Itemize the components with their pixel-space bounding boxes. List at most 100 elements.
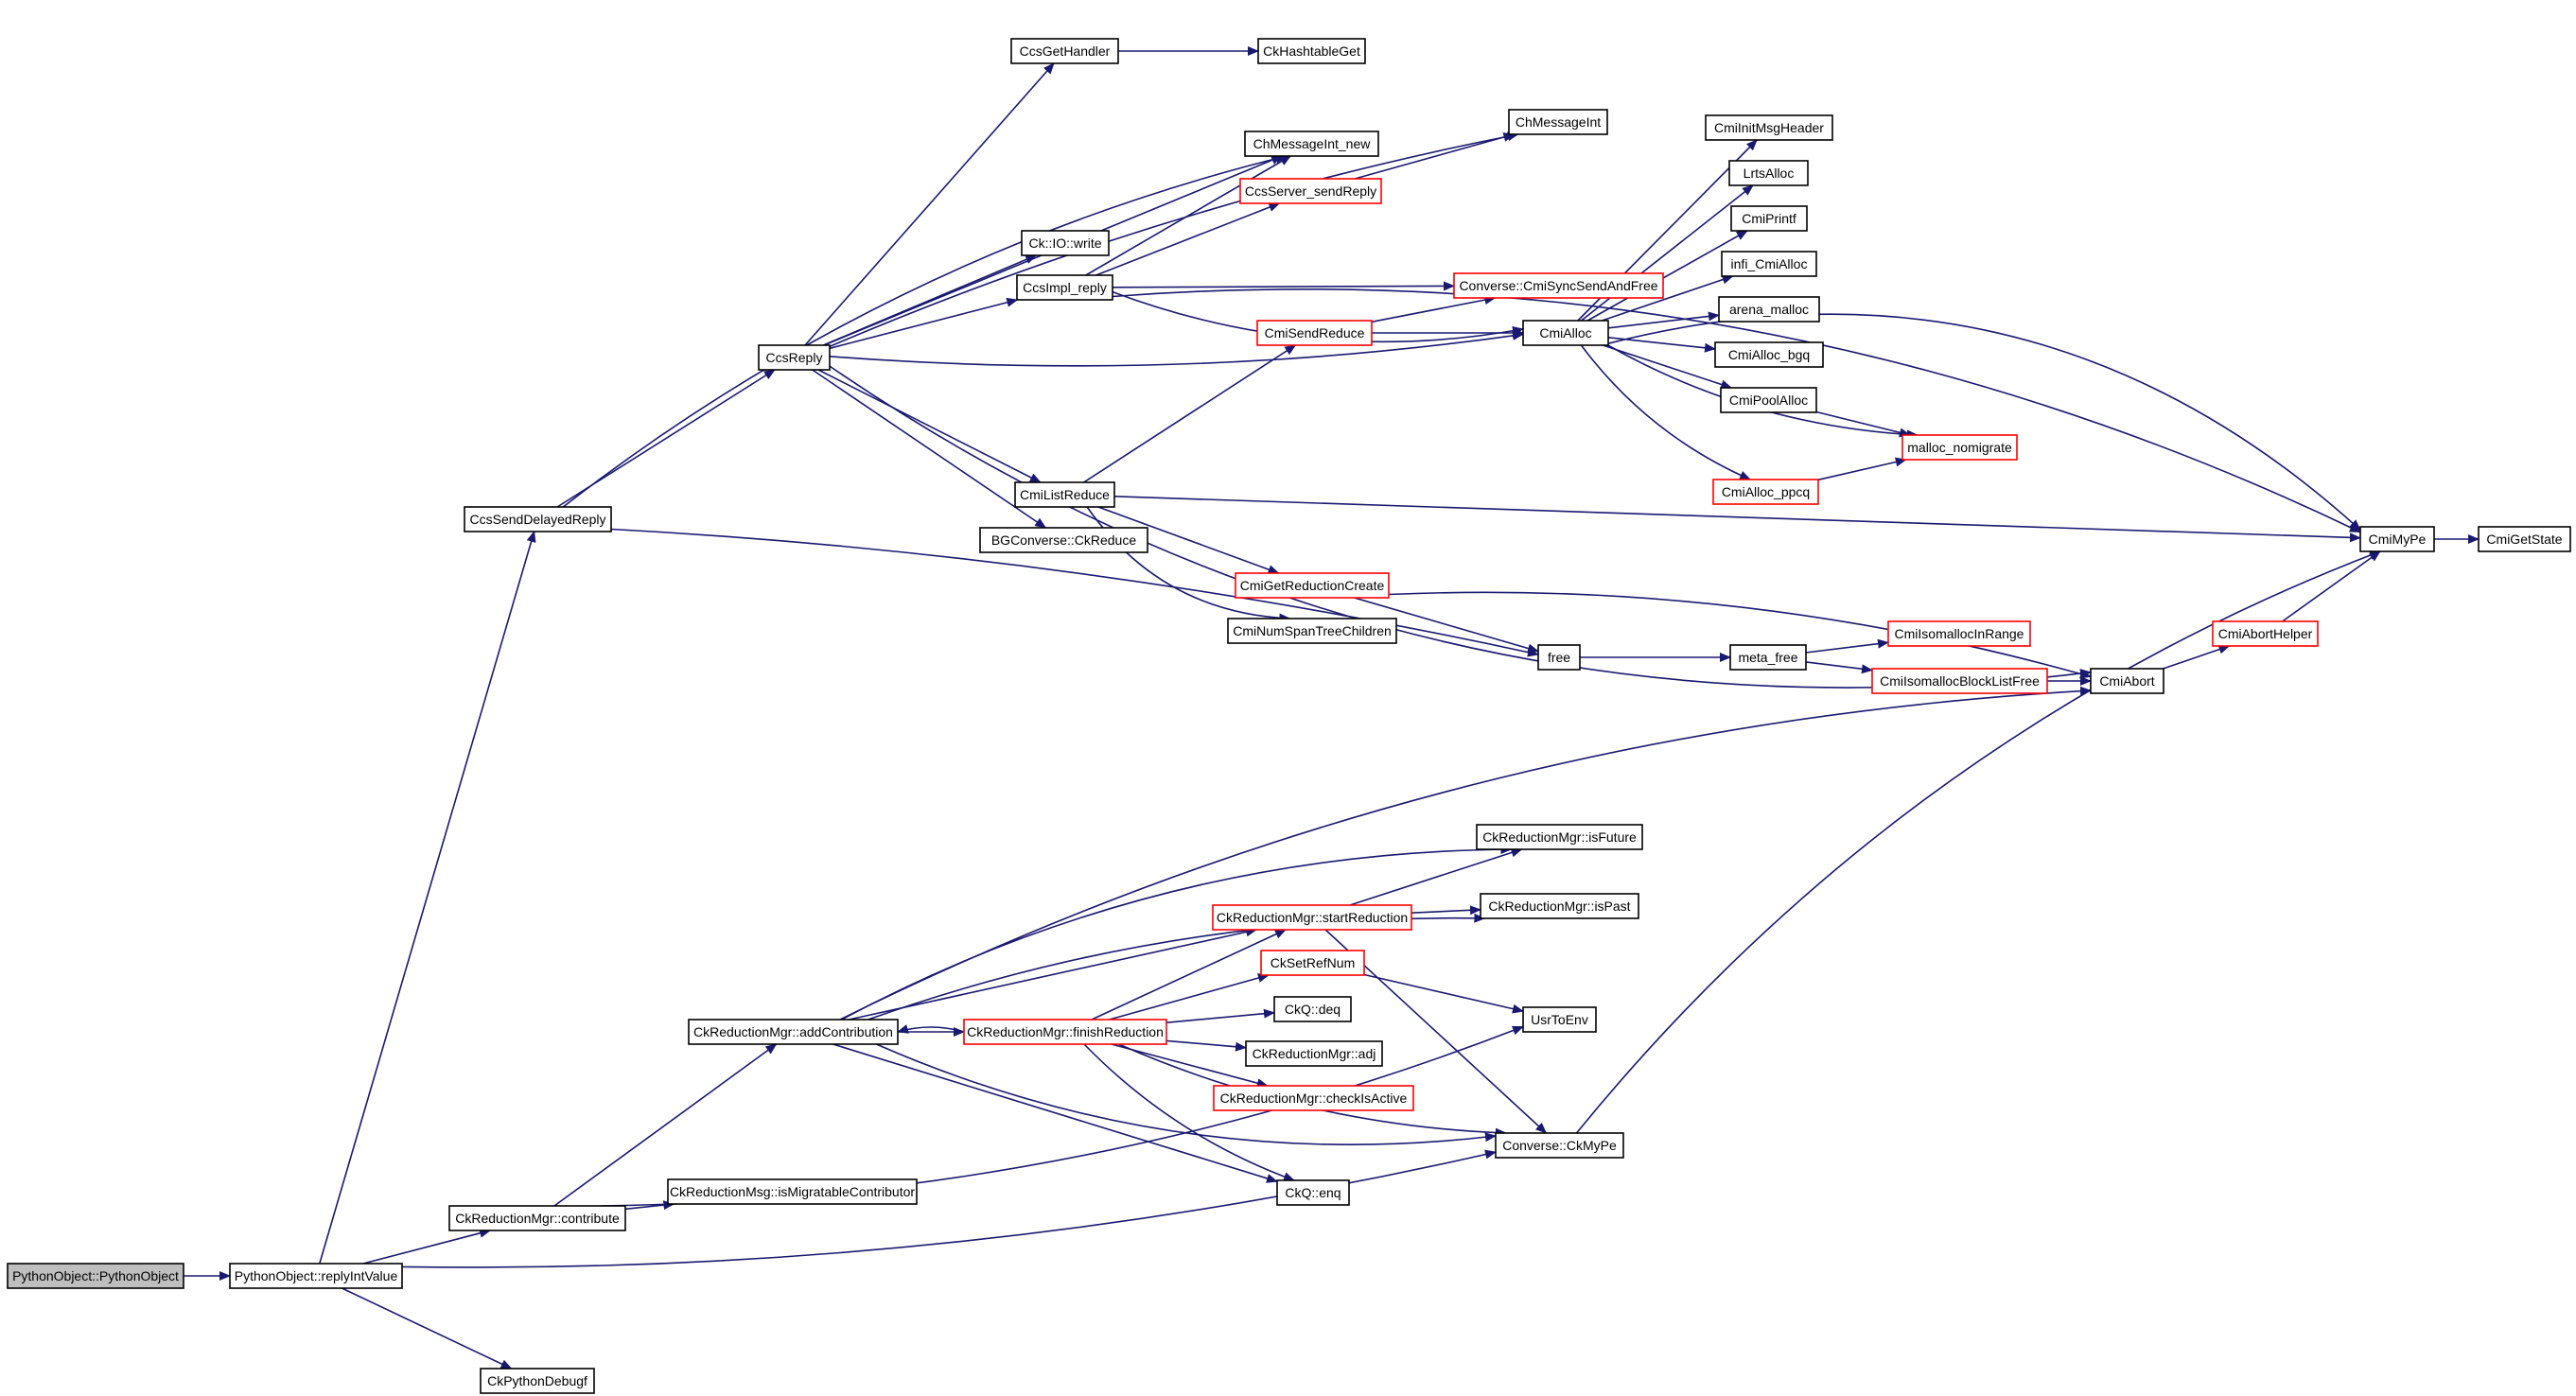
node-free[interactable]: free [1537, 644, 1581, 671]
node-box [1495, 1132, 1624, 1159]
node-label: PythonObject::replyIntValue [235, 1268, 398, 1283]
edge-cmi-get-reduction-create-to-free [1354, 597, 1539, 654]
edge-cmi-alloc-to-cmi-alloc-ppcq [1580, 344, 1752, 480]
node-box [2478, 526, 2571, 552]
edge-cmi-alloc-to-cmi-printf [1586, 230, 1748, 322]
edge-ccs-impl-reply-to-cmi-sync-send-and-free [1112, 281, 1455, 291]
node-cmi-alloc[interactable]: CmiAlloc [1522, 320, 1609, 346]
node-ccs-get-handler[interactable]: CcsGetHandler [1010, 38, 1119, 64]
node-infi-cmi-alloc[interactable]: infi_CmiAlloc [1721, 251, 1817, 277]
node-converse-ck-my-pe[interactable]: Converse::CkMyPe [1495, 1132, 1624, 1159]
node-box [1276, 1179, 1350, 1206]
node-cmi-sync-send-and-free[interactable]: Converse::CmiSyncSendAndFree [1453, 272, 1664, 299]
node-ck-io-write[interactable]: Ck::IO::write [1021, 230, 1110, 256]
node-box [1720, 387, 1817, 413]
node-reply-int-value[interactable]: PythonObject::replyIntValue [229, 1263, 403, 1289]
node-lrts-alloc[interactable]: LrtsAlloc [1728, 160, 1809, 186]
node-box [1014, 481, 1115, 508]
node-ckq-deq[interactable]: CkQ::deq [1273, 996, 1352, 1022]
node-label: CkReductionMgr::checkIsActive [1220, 1091, 1408, 1106]
node-ck-reduction-mgr-add-contribution[interactable]: CkReductionMgr::addContribution [688, 1019, 899, 1045]
node-box [7, 1263, 184, 1289]
node-cmi-my-pe[interactable]: CmiMyPe [2359, 526, 2435, 552]
node-cmi-num-span-tree-children[interactable]: CmiNumSpanTreeChildren [1227, 618, 1397, 644]
node-ck-reduction-mgr-is-past[interactable]: CkReductionMgr::isPast [1480, 893, 1639, 919]
node-label: Ck::IO::write [1028, 236, 1101, 251]
node-cmi-abort-helper[interactable]: CmiAbortHelper [2212, 620, 2319, 647]
node-label: CkQ::deq [1285, 1002, 1341, 1017]
node-box [1476, 824, 1643, 850]
node-ckq-enq[interactable]: CkQ::enq [1276, 1179, 1350, 1206]
node-usr-to-env[interactable]: UsrToEnv [1522, 1006, 1597, 1033]
node-ck-reduction-mgr-contribute[interactable]: CkReductionMgr::contribute [448, 1205, 626, 1231]
node-box [1260, 950, 1365, 976]
edge-ck-reduction-mgr-contribute-to-ck-reduction-mgr-add-contribution [553, 1043, 778, 1207]
node-label: CcsServer_sendReply [1245, 183, 1376, 199]
node-cmi-get-state[interactable]: CmiGetState [2478, 526, 2571, 552]
node-ck-reduction-msg-is-migratable[interactable]: CkReductionMsg::isMigratableContributor [667, 1178, 918, 1205]
node-label: arena_malloc [1729, 302, 1809, 317]
node-cmi-get-reduction-create[interactable]: CmiGetReductionCreate [1235, 572, 1390, 599]
node-cmi-isomalloc-in-range[interactable]: CmiIsomallocInRange [1887, 620, 2031, 647]
node-cmi-alloc-ppcq[interactable]: CmiAlloc_ppcq [1712, 479, 1819, 505]
node-cmi-send-reduce[interactable]: CmiSendReduce [1256, 320, 1373, 346]
node-python-object[interactable]: PythonObject::PythonObject [7, 1263, 184, 1289]
edge-ck-reduction-mgr-finish-reduction-to-ck-reduction-mgr-adj [1165, 1039, 1247, 1052]
edge-ck-reduction-mgr-finish-reduction-to-ckq-deq [1165, 1008, 1275, 1023]
edge-ccs-reply-to-ck-io-write [822, 254, 1038, 346]
edge-ccs-reply-to-cmi-alloc [829, 330, 1524, 367]
edge-ck-reduction-mgr-finish-reduction-to-ck-set-ref-num [1109, 973, 1270, 1021]
node-box [464, 506, 612, 532]
node-ck-reduction-mgr-start-reduction[interactable]: CkReductionMgr::startReduction [1212, 904, 1412, 931]
node-box [1244, 131, 1379, 157]
node-box [1871, 668, 2048, 694]
node-box [1721, 251, 1817, 277]
node-box [2212, 620, 2319, 647]
node-cmi-printf[interactable]: CmiPrintf [1730, 205, 1808, 232]
node-bg-ck-reduce[interactable]: BGConverse::CkReduce [979, 527, 1148, 553]
node-label: CcsImpl_reply [1023, 280, 1107, 295]
node-cmi-isomalloc-block-list-free[interactable]: CmiIsomallocBlockListFree [1871, 668, 2048, 694]
edge-ck-reduction-mgr-add-contribution-to-converse-ck-my-pe [875, 1043, 1497, 1146]
node-cmi-abort[interactable]: CmiAbort [2090, 668, 2164, 694]
edge-cmi-list-reduce-to-cmi-get-reduction-create [1097, 506, 1280, 574]
node-ccs-server-send-reply[interactable]: CcsServer_sendReply [1239, 178, 1382, 204]
node-ck-reduction-mgr-finish-reduction[interactable]: CkReductionMgr::finishReduction [963, 1019, 1167, 1045]
node-ck-hashtable-get[interactable]: CkHashtableGet [1257, 38, 1366, 64]
edge-cmi-alloc-ppcq-to-malloc-nomigrate [1817, 457, 1907, 481]
node-ch-message-int-new[interactable]: ChMessageInt_new [1244, 131, 1379, 157]
node-label: CmiAbort [2099, 673, 2154, 689]
node-cmi-alloc-bgq[interactable]: CmiAlloc_bgq [1714, 341, 1824, 368]
node-cmi-init-msg-header[interactable]: CmiInitMsgHeader [1705, 114, 1833, 141]
node-cmi-list-reduce[interactable]: CmiListReduce [1014, 481, 1115, 508]
node-meta-free[interactable]: meta_free [1729, 644, 1807, 671]
node-box [1718, 296, 1820, 323]
node-cmi-pool-alloc[interactable]: CmiPoolAlloc [1720, 387, 1817, 413]
node-ck-set-ref-num[interactable]: CkSetRefNum [1260, 950, 1365, 976]
edge-ccs-send-delayed-reply-to-ch-message-int-new [562, 153, 1288, 508]
node-box [1016, 274, 1113, 301]
edge-cmi-alloc-to-arena-malloc [1607, 311, 1720, 329]
node-ch-message-int[interactable]: ChMessageInt [1508, 109, 1608, 135]
node-label: CkReductionMgr::startReduction [1217, 910, 1408, 925]
node-box [758, 344, 831, 371]
node-ccs-impl-reply[interactable]: CcsImpl_reply [1016, 274, 1113, 301]
node-malloc-nomigrate[interactable]: malloc_nomigrate [1901, 434, 2018, 461]
edge-layer [184, 46, 2480, 1370]
node-box [1522, 1006, 1597, 1033]
node-ccs-send-delayed-reply[interactable]: CcsSendDelayedReply [464, 506, 612, 532]
edge-cmi-alloc-to-lrts-alloc [1581, 184, 1754, 322]
edge-cmi-alloc-to-cmi-pool-alloc [1603, 344, 1733, 390]
node-ccs-reply[interactable]: CcsReply [758, 344, 831, 371]
node-ck-reduction-mgr-is-future[interactable]: CkReductionMgr::isFuture [1476, 824, 1643, 850]
node-box [1021, 230, 1110, 256]
node-ck-reduction-mgr-adj[interactable]: CkReductionMgr::adj [1245, 1040, 1383, 1067]
node-arena-malloc[interactable]: arena_malloc [1718, 296, 1820, 323]
node-ck-reduction-mgr-check-is-active[interactable]: CkReductionMgr::checkIsActive [1213, 1085, 1414, 1111]
edge-ck-reduction-mgr-finish-reduction-to-ckq-enq [1083, 1043, 1295, 1181]
node-ck-python-debugf[interactable]: CkPythonDebugf [480, 1368, 595, 1394]
node-label: Converse::CmiSyncSendAndFree [1459, 278, 1657, 293]
edge-meta-free-to-cmi-isomalloc-block-list-free [1805, 661, 1873, 674]
node-box [2090, 668, 2164, 694]
node-box [1537, 644, 1581, 671]
